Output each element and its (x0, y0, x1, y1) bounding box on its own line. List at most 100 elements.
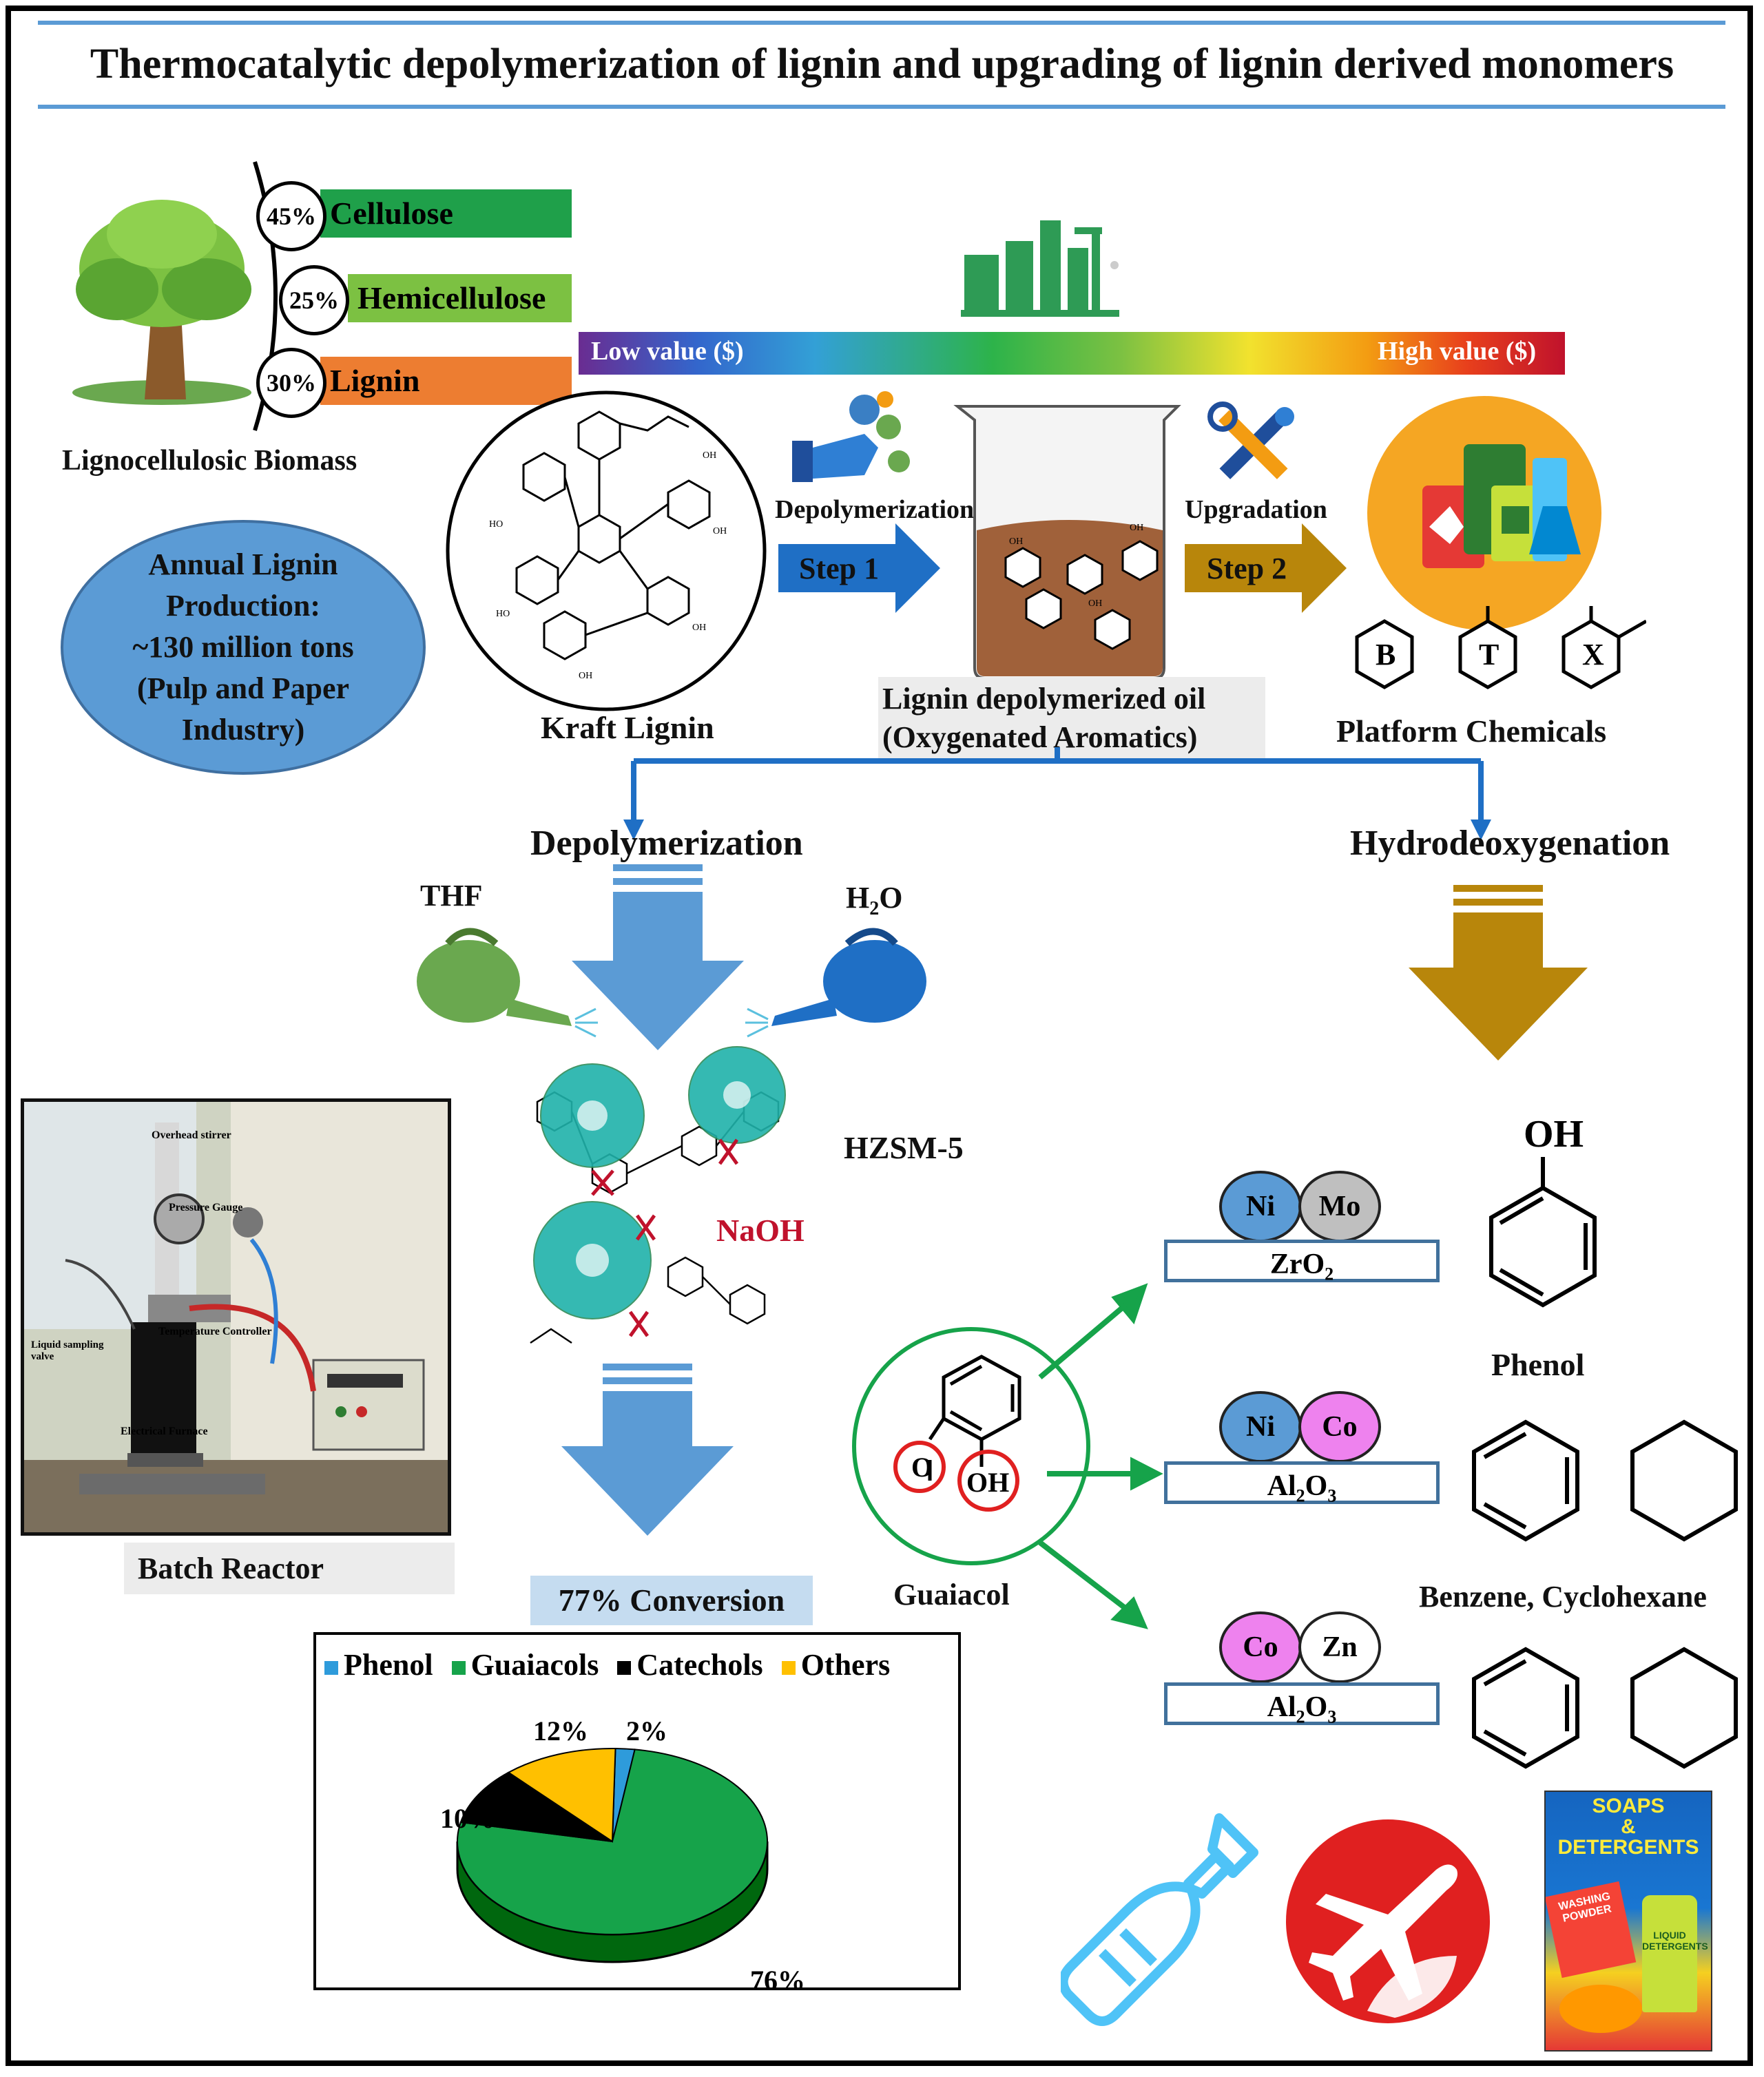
bottle-icon (1061, 1813, 1258, 2026)
naoh-label: NaOH (716, 1213, 805, 1248)
catalyst2-support: Al2O3 (1164, 1461, 1440, 1505)
figure-frame (6, 6, 1753, 2066)
hemicellulose-pct: 25% (279, 265, 349, 335)
batch-reactor-caption: Batch Reactor (124, 1543, 455, 1594)
legend-swatch-phenol (324, 1660, 338, 1675)
liquid-detergent-bottle: LIQUID DETERGENTS (1642, 1895, 1708, 2012)
hzsm5-label: HZSM-5 (844, 1130, 964, 1165)
detergent-icon: SOAPS & DETERGENTS WASHING POWDER LIQUID… (1544, 1791, 1712, 2052)
phenol-oh-label: OH (1524, 1113, 1584, 1156)
title-rule-top (38, 21, 1725, 25)
platform-chemicals-caption: Platform Chemicals (1336, 713, 1607, 749)
batch-reactor-photo: Overhead stirrer Pressure Gauge Temperat… (21, 1098, 451, 1536)
catalyst1-metal2: Mo (1298, 1171, 1381, 1242)
legend-swatch-catechols (617, 1660, 632, 1675)
depolymerization-heading: Depolymerization (530, 824, 803, 863)
low-value-label: Low value ($) (591, 337, 744, 366)
conversion-label: 77% Conversion (530, 1576, 813, 1625)
step2-top-label: Upgradation (1185, 495, 1327, 524)
svg-text:OH: OH (703, 450, 716, 461)
oil-caption: Lignin depolymerized oil (Oxygenated Aro… (878, 677, 1265, 760)
pie-slice-catechols (459, 1771, 613, 1842)
thf-label: THF (420, 879, 483, 912)
catalyst2-metal2: Co (1298, 1391, 1381, 1463)
reactor-label-valve: Liquid sampling valve (31, 1339, 104, 1362)
high-value-label: High value ($) (1378, 337, 1537, 366)
reactor-label-temp: Temperature Controller (158, 1326, 272, 1337)
hdo-heading: Hydrodeoxygenation (1350, 824, 1670, 863)
annual-lignin-ellipse: Annual Lignin Production: ~130 million t… (61, 520, 426, 775)
svg-text:OH: OH (1130, 523, 1143, 533)
catalyst3-support: Al2O3 (1164, 1682, 1440, 1726)
btx-x: X (1582, 638, 1604, 671)
legend-catechols: Catechols (636, 1648, 763, 1682)
btx-structures (1355, 606, 1646, 689)
step1-top-label: Depolymerization (775, 495, 975, 524)
h2o-label: H2O (846, 881, 903, 919)
detergent-title: SOAPS & DETERGENTS (1557, 1795, 1699, 1859)
btx-b: B (1376, 638, 1396, 671)
reactor-label-gauge: Pressure Gauge (169, 1202, 243, 1213)
hemicellulose-bar: Hemicellulose (348, 274, 572, 322)
btx-t: T (1479, 638, 1500, 671)
biomass-caption: Lignocellulosic Biomass (62, 445, 357, 477)
benzene-cyclohexane-row1 (1472, 1419, 1738, 1542)
guaiacol-o-label: O (911, 1452, 933, 1483)
conversion-arrow (561, 1364, 734, 1536)
pie-label-others: 12% (533, 1715, 588, 1746)
pie-slice-others (507, 1748, 616, 1843)
svg-text:HO: HO (489, 519, 503, 530)
reactor-label-stirrer: Overhead stirrer (152, 1129, 231, 1141)
catalyst3-metal1: Co (1219, 1611, 1302, 1683)
phenol-caption: Phenol (1491, 1347, 1585, 1382)
cellulose-bar: Cellulose (320, 189, 572, 238)
catalyst-arrows (1038, 1283, 1163, 1629)
tools-icon (1207, 401, 1294, 479)
pie-chart: 2%76%10%12% (440, 1715, 805, 1987)
watering-can-blue-icon (745, 928, 926, 1038)
catalyst2-metal1: Ni (1219, 1391, 1302, 1463)
legend-swatch-others (781, 1660, 796, 1675)
hzsm5-lignin-structure (530, 1046, 786, 1344)
chemical-containers-icon (1367, 396, 1601, 630)
factory-icon (961, 220, 1119, 317)
gears-hand-icon (792, 391, 910, 482)
guaiacol-caption: Guaiacol (893, 1578, 1010, 1611)
split-connector (623, 747, 1491, 840)
title-rule-bottom (38, 105, 1725, 109)
legend-others: Others (800, 1648, 891, 1682)
hdo-arrow (1409, 885, 1588, 1061)
svg-text:OH: OH (1088, 598, 1102, 609)
depolymerization-arrow (572, 864, 744, 1050)
phenol-structure (1489, 1157, 1597, 1308)
step1-label: Step 1 (799, 552, 880, 585)
svg-text:OH: OH (1009, 536, 1023, 547)
step2-arrow (1185, 523, 1347, 613)
lignin-bar: Lignin (320, 357, 572, 405)
guaiacol-oh-label: OH (966, 1467, 1010, 1498)
jet-fuel-icon (1286, 1819, 1490, 2023)
catalyst1-metal1: Ni (1219, 1171, 1302, 1242)
kraft-lignin-caption: Kraft Lignin (541, 710, 714, 745)
svg-text:OH: OH (713, 526, 727, 536)
beaker-icon: OH OH OH (953, 405, 1181, 680)
catalyst1-support: ZrO2 (1164, 1240, 1440, 1284)
pie-label-phenol: 2% (626, 1715, 667, 1746)
page-title: Thermocatalytic depolymerization of lign… (90, 41, 1674, 87)
legend-phenol: Phenol (344, 1648, 433, 1682)
reactor-label-furnace: Electrical Furnace (121, 1426, 208, 1437)
benz-cyc-caption: Benzene, Cyclohexane (1419, 1580, 1707, 1614)
watering-can-icon (417, 928, 598, 1038)
washing-powder-pack: WASHING POWDER (1546, 1881, 1637, 1979)
svg-text:HO: HO (496, 609, 510, 619)
step1-arrow (778, 523, 940, 613)
pie-legend: Phenol Guaiacols Catechols Others (324, 1647, 890, 1682)
pie-chart-box: Phenol Guaiacols Catechols Others 2%76%1… (313, 1632, 961, 1990)
legend-swatch-guaiacols (451, 1660, 466, 1675)
legend-guaiacols: Guaiacols (470, 1648, 599, 1682)
guaiacol-structure (852, 1327, 1090, 1565)
lignin-pct: 30% (256, 348, 326, 418)
cellulose-pct: 45% (256, 181, 326, 251)
benzene-cyclohexane-row2 (1472, 1647, 1738, 1769)
